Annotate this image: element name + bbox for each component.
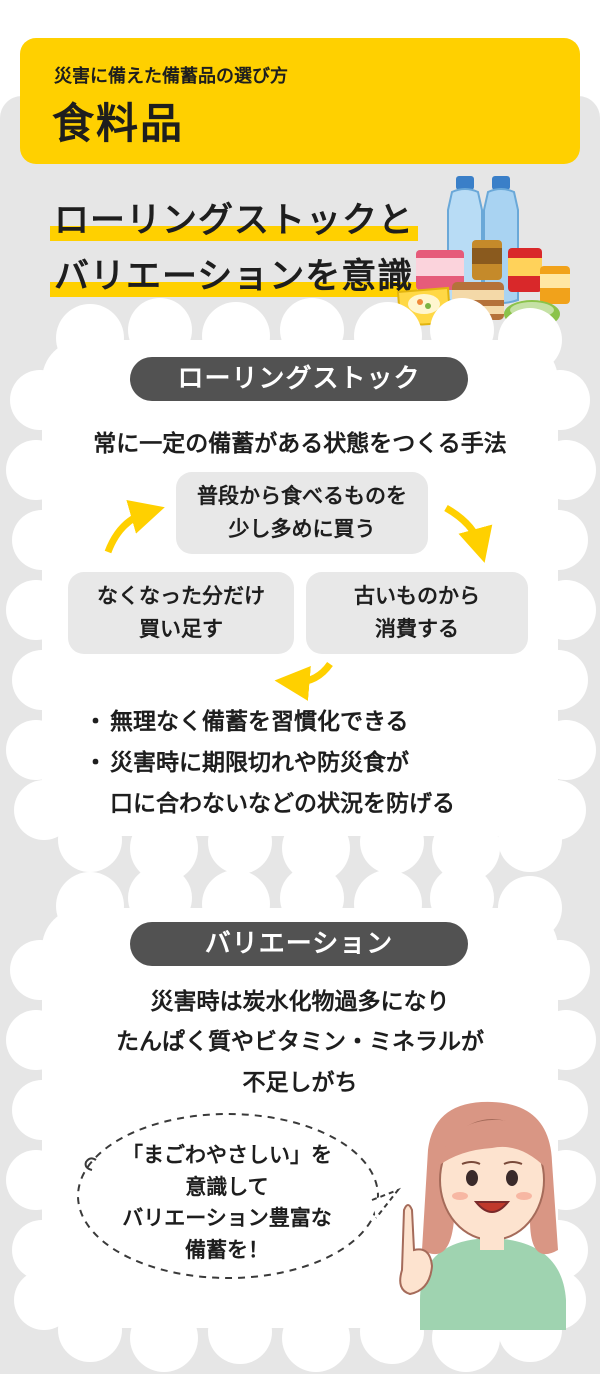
step-text: 古いものから [354, 584, 480, 609]
headline-line-2: バリエーションを意識 [50, 248, 418, 299]
benefit-text-continued: 口に合わないなどの状況を防げる [110, 790, 455, 817]
benefit-text: 無理なく備蓄を習慣化できる [110, 709, 409, 735]
rolling-stock-description: 常に一定の備蓄がある状態をつくる手法 [93, 431, 507, 457]
bubble-line: 「まごわやさしい」を [122, 1143, 332, 1167]
bubble-line: バリエーション豊富な [122, 1206, 332, 1230]
step-text: なくなった分だけ [97, 584, 265, 609]
bubble-line: 備蓄を！ [185, 1237, 269, 1262]
speech-bubble-text: 「まごわやさしい」を 意識して バリエーション豊富な 備蓄を！ [96, 1140, 358, 1266]
canned-food-icon [416, 240, 570, 304]
header-card: 災害に備えた備蓄品の選び方 食料品 [20, 38, 580, 164]
bubble-line: 意識して [185, 1174, 269, 1199]
arrow-bottom-left-icon [274, 661, 333, 701]
benefit-item: ・ 無理なく備蓄を習慣化できる [84, 702, 455, 743]
step-text: 少し多めに買う [228, 517, 376, 541]
variation-description: 災害時は炭水化物過多になり たんぱく質やビタミン・ミネラルが 不足しがち [0, 982, 600, 1103]
bubble-swirl-icon [84, 1157, 97, 1171]
arrow-up-right-icon [104, 499, 165, 554]
variation-description-line: たんぱく質やビタミン・ミネラルが [116, 1029, 484, 1056]
headline-text-2: バリエーションを意識 [50, 257, 418, 297]
bullet-dot: ・ [84, 749, 107, 776]
rolling-stock-cloud [6, 298, 596, 882]
header-title: 食料品 [52, 99, 185, 148]
headline-line-1: ローリングストックと [50, 192, 419, 243]
variation-label: バリエーション [130, 922, 468, 966]
step-text: 普段から食べるものを [197, 484, 407, 509]
bullet-dot: ・ [84, 709, 107, 735]
benefit-text: 災害時に期限切れや防災食が [110, 749, 409, 776]
step-text: 消費する [375, 617, 459, 641]
benefit-item: ・ 災害時に期限切れや防災食が [84, 743, 455, 784]
variation-description-line: 不足しがち [242, 1069, 358, 1096]
arrow-right-down-icon [444, 504, 493, 563]
headline-text-1: ローリングストックと [50, 201, 419, 241]
cycle-step-consume: 古いものから 消費する [306, 572, 528, 654]
rolling-stock-label: ローリングストック [130, 357, 468, 401]
step-text: 買い足す [139, 617, 223, 641]
variation-description-line: 災害時は炭水化物過多になり [150, 989, 450, 1015]
rolling-stock-benefits: ・ 無理なく備蓄を習慣化できる ・ 災害時に期限切れや防災食が 口に合わないなど… [84, 702, 455, 825]
cycle-step-buy: 普段から食べるものを 少し多めに買う [176, 472, 428, 554]
woman-pointing-illustration [399, 1101, 566, 1330]
header-subtitle: 災害に備えた備蓄品の選び方 [54, 66, 288, 87]
cycle-step-replenish: なくなった分だけ 買い足す [68, 572, 294, 654]
